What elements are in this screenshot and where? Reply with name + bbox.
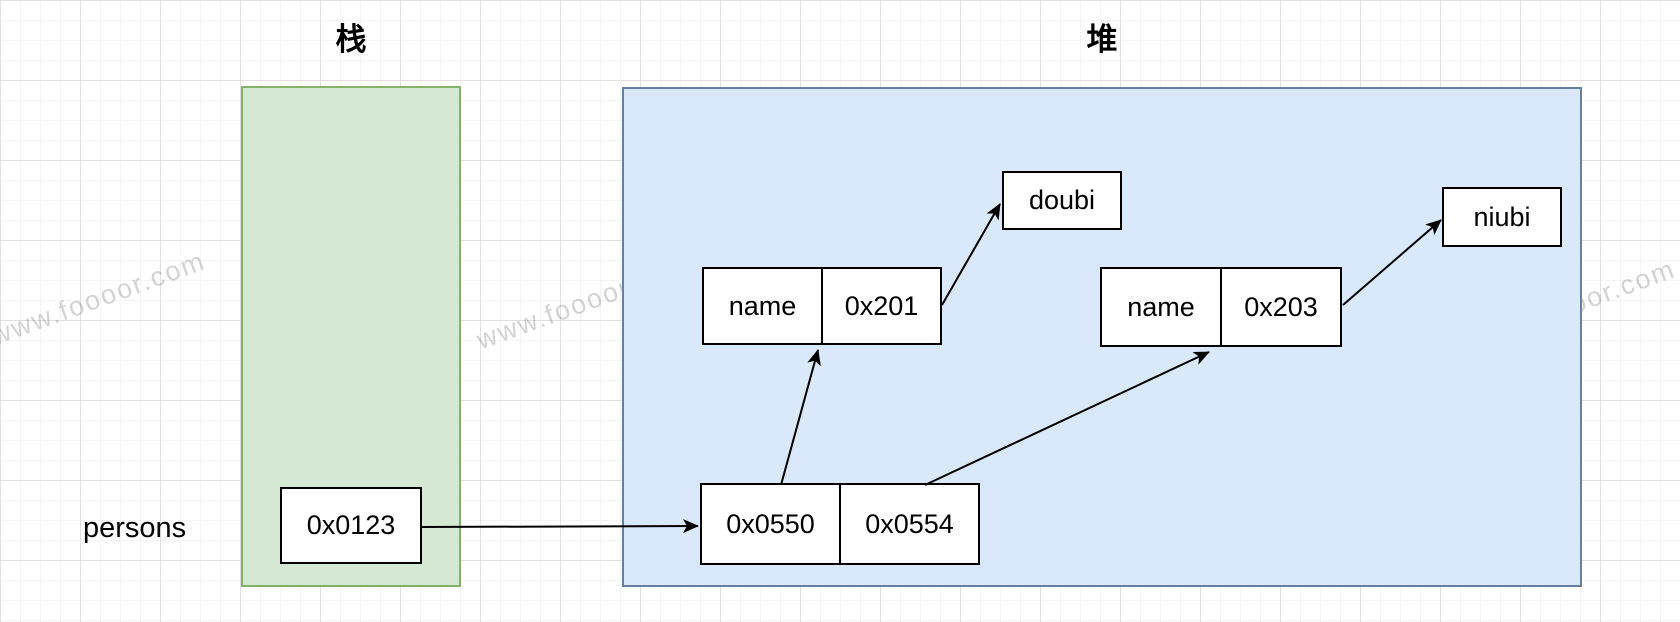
array-cell-0: 0x0550 (726, 508, 815, 539)
person2-field-value: 0x203 (1220, 269, 1340, 345)
string-niubi-value: niubi (1473, 201, 1531, 232)
persons-variable-label: persons (83, 512, 187, 544)
array-cell-1: 0x0554 (839, 485, 978, 563)
person2-field-name: name (1127, 291, 1195, 322)
stack-reference-box: 0x0123 (280, 487, 422, 564)
array-box: 0x0550 0x0554 (700, 483, 980, 565)
string-doubi-value: doubi (1028, 185, 1096, 215)
string-doubi-box: doubi (1002, 171, 1122, 230)
watermark-text: www.foooor.com (0, 245, 210, 352)
heap-title: 堆 (1086, 22, 1118, 57)
person1-field-name: name (728, 290, 797, 321)
person1-object-box: name 0x201 (702, 267, 942, 345)
person1-field-value: 0x201 (821, 269, 940, 343)
person2-object-box: name 0x203 (1100, 267, 1342, 347)
string-niubi-box: niubi (1442, 187, 1562, 247)
stack-reference-value: 0x0123 (306, 510, 396, 540)
stack-title: 栈 (335, 22, 367, 57)
